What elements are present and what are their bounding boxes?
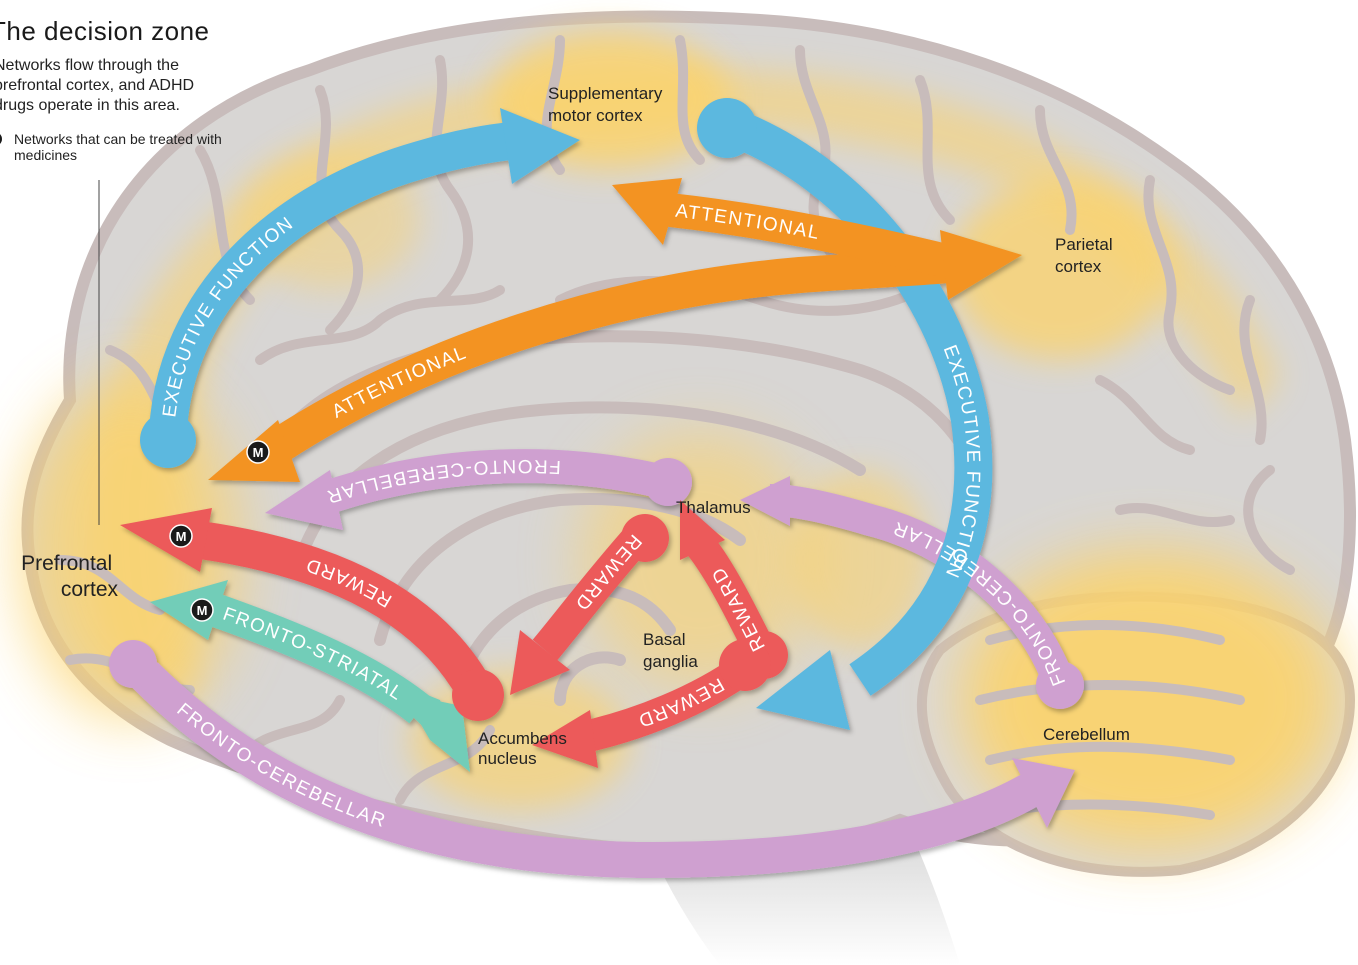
reward-left-start	[621, 514, 669, 562]
label-supplementary-motor-cortex: Supplementary motor cortex	[548, 84, 667, 125]
network-arrows	[109, 98, 1084, 879]
region-labels: Supplementary motor cortex Parietal cort…	[21, 84, 1130, 768]
svg-text:M: M	[176, 529, 187, 544]
fronto-cerebellar-posterior-start	[1036, 661, 1084, 709]
legend-text: Networks that can be treated with medici…	[14, 131, 222, 163]
executive-function-back-start	[697, 98, 757, 158]
medicine-marker-icon	[0, 132, 2, 146]
medicine-markers: M M M	[169, 440, 270, 622]
label-cerebellum: Cerebellum	[1043, 725, 1130, 744]
fronto-cerebellar-lower-arrow	[109, 640, 1075, 879]
attentional-arrow	[208, 178, 1022, 482]
executive-function-back-arrow	[697, 98, 993, 730]
label-basal-ganglia: Basal ganglia	[643, 630, 698, 671]
reward-bottom-start	[719, 639, 771, 691]
label-parietal-cortex: Parietal cortex	[1055, 235, 1117, 276]
svg-text:M: M	[253, 445, 264, 460]
fronto-striatal-arrow	[150, 580, 470, 772]
fronto-cerebellar-thalamic-start	[644, 458, 692, 506]
marker-reward: M	[169, 524, 193, 548]
fronto-cerebellar-lower-start	[109, 640, 157, 688]
reward-left-arrow	[510, 514, 669, 695]
executive-function-front-start	[140, 412, 196, 468]
reward-prefrontal-arrow	[120, 508, 504, 721]
label-prefrontal-cortex: Prefrontal cortex	[21, 552, 118, 601]
label-thalamus: Thalamus	[676, 498, 751, 517]
reward-bottom-arrow	[532, 639, 771, 768]
page-subtitle: Networks flow through the prefrontal cor…	[0, 57, 195, 114]
marker-fronto-striatal: M	[190, 598, 214, 622]
reward-prefrontal-start	[452, 669, 504, 721]
page-title: The decision zone	[0, 16, 210, 46]
fronto-cerebellar-posterior-arrow	[740, 476, 1084, 709]
svg-text:M: M	[197, 603, 208, 618]
marker-attentional: M	[246, 440, 270, 464]
executive-function-front-arrow	[140, 108, 580, 468]
fronto-cerebellar-thalamic-arrow	[265, 449, 692, 530]
label-accumbens-nucleus: Accumbens nucleus	[478, 729, 572, 768]
